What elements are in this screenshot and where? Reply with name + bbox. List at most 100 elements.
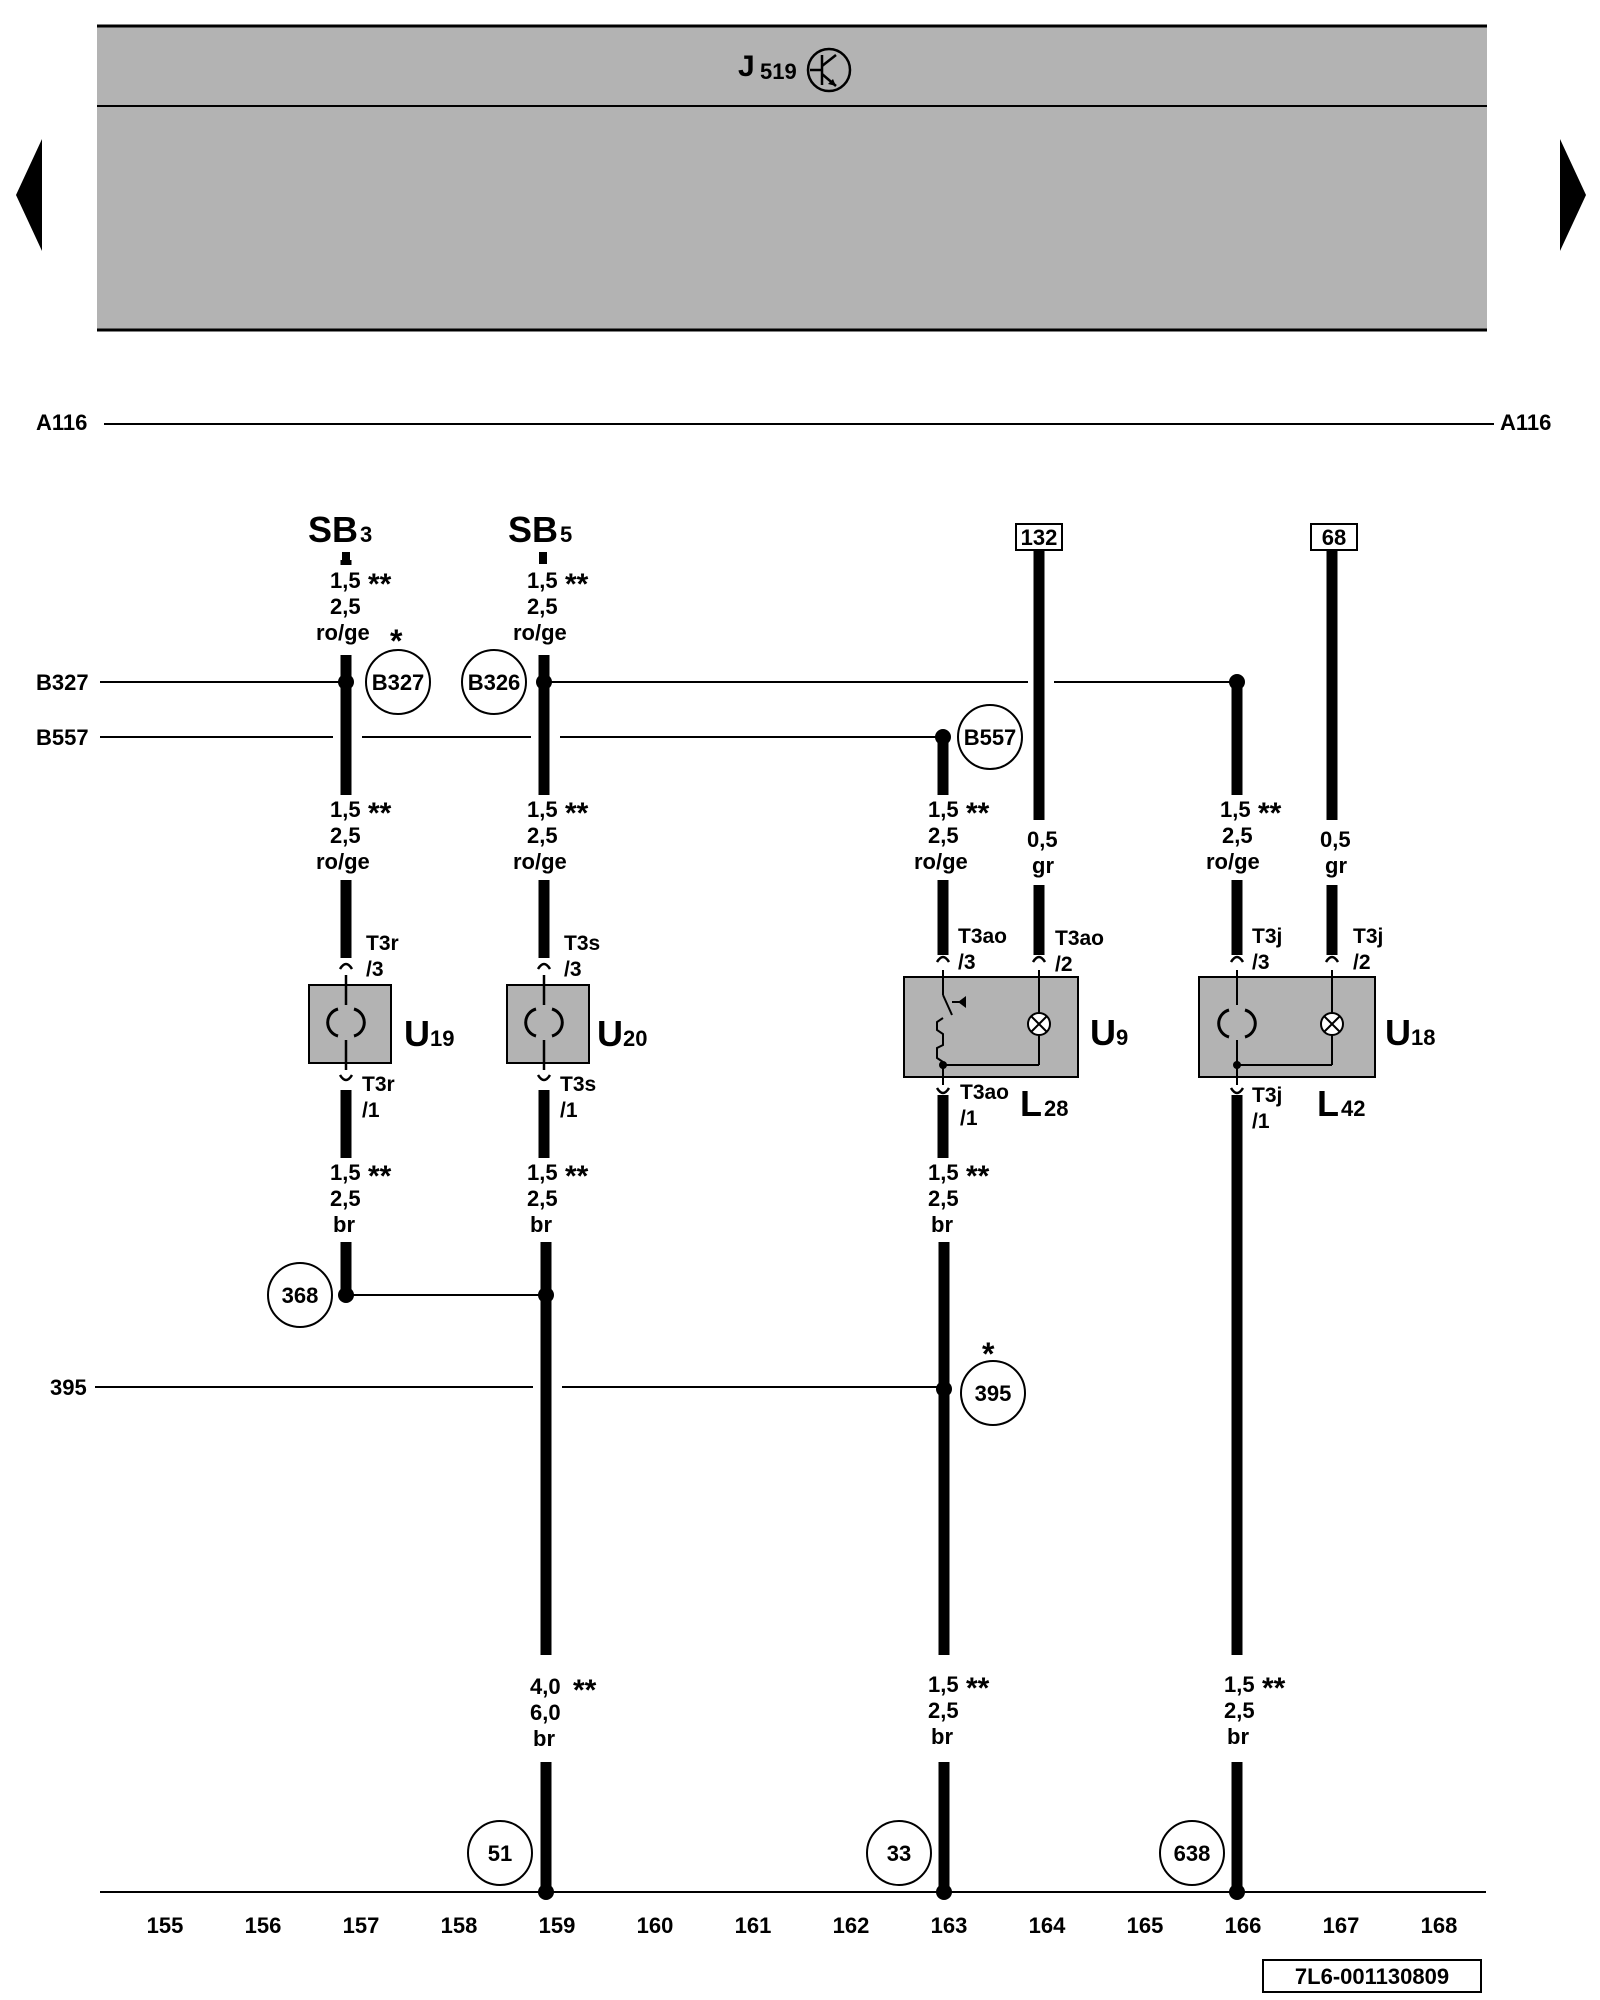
circle-label-b557: B557 — [957, 704, 1023, 770]
svg-text:br: br — [1227, 1724, 1249, 1749]
component-labels: U 19 U 20 U 9 U 18 L 28 L 42 — [404, 1012, 1435, 1124]
circle-label-b326: B326 — [461, 649, 527, 715]
svg-text:368: 368 — [282, 1283, 319, 1308]
svg-text:2,5: 2,5 — [928, 823, 959, 848]
fuse-sb3-subscript: 3 — [360, 522, 372, 547]
svg-text:T3ao: T3ao — [960, 1081, 1009, 1104]
svg-text:2,5: 2,5 — [527, 1186, 558, 1211]
bulb-icon — [1237, 970, 1344, 1066]
svg-text:B326: B326 — [468, 670, 521, 695]
control-unit-j519: J 519 — [97, 24, 1487, 332]
scale-label: 165 — [1127, 1913, 1164, 1938]
svg-text:1,5: 1,5 — [527, 1160, 558, 1185]
svg-text:**: ** — [565, 1160, 589, 1193]
svg-text:28: 28 — [1044, 1096, 1068, 1121]
svg-text:42: 42 — [1341, 1096, 1365, 1121]
svg-text:2,5: 2,5 — [330, 823, 361, 848]
scale-label: 159 — [539, 1913, 576, 1938]
component-u19-box — [308, 984, 392, 1064]
svg-text:1,5: 1,5 — [330, 797, 361, 822]
svg-text:2,5: 2,5 — [330, 1186, 361, 1211]
svg-text:**: ** — [565, 797, 589, 830]
lamp-socket-icon — [1217, 1008, 1257, 1039]
scale-label: 158 — [441, 1913, 478, 1938]
svg-text:br: br — [530, 1212, 552, 1237]
svg-text:br: br — [931, 1212, 953, 1237]
scale-label: 167 — [1323, 1913, 1360, 1938]
svg-text:20: 20 — [623, 1026, 647, 1051]
svg-text:/1: /1 — [960, 1107, 978, 1130]
circle-label-395: 395 — [960, 1360, 1026, 1426]
junction-dot-col166 — [1229, 674, 1245, 690]
svg-text:2,5: 2,5 — [1224, 1698, 1255, 1723]
svg-text:/1: /1 — [1252, 1110, 1270, 1133]
transistor-icon — [806, 47, 852, 93]
junction-dot-b327 — [338, 674, 354, 690]
svg-text:B557: B557 — [964, 725, 1017, 750]
svg-text:395: 395 — [975, 1381, 1012, 1406]
circle-label-638: 638 — [1159, 1820, 1225, 1886]
junction-dot-b326 — [536, 674, 552, 690]
svg-text:/3: /3 — [1252, 951, 1270, 974]
svg-text:1,5: 1,5 — [330, 568, 361, 593]
junction-dot-395 — [936, 1381, 952, 1397]
lamp-socket-icon — [326, 1007, 366, 1038]
triangle-right-icon[interactable] — [1560, 139, 1586, 251]
svg-text:ro/ge: ro/ge — [914, 849, 968, 874]
svg-text:L: L — [1317, 1083, 1339, 1124]
svg-text:**: ** — [368, 1160, 392, 1193]
circle-label-b327: B327 — [365, 649, 431, 715]
svg-text:T3ao: T3ao — [1055, 927, 1104, 950]
b327-line-label: B327 — [36, 670, 89, 695]
scale-label: 163 — [931, 1913, 968, 1938]
svg-text:**: ** — [966, 1160, 990, 1193]
svg-text:gr: gr — [1325, 853, 1347, 878]
svg-text:U: U — [597, 1013, 623, 1054]
footer-code: 7L6-001130809 — [1295, 1964, 1449, 1989]
svg-text:**: ** — [573, 1674, 597, 1707]
svg-text:T3j: T3j — [1353, 925, 1383, 948]
svg-text:1,5: 1,5 — [527, 568, 558, 593]
svg-text:**: ** — [966, 1672, 990, 1705]
control-unit-subscript: 519 — [760, 59, 797, 84]
connector-pin-icons — [338, 955, 1340, 1095]
ref-box-132 — [1015, 523, 1063, 551]
fuse-sb3-label: SB — [308, 509, 358, 550]
svg-text:/3: /3 — [564, 958, 582, 981]
svg-text:ro/ge: ro/ge — [316, 620, 370, 645]
fuse-sb5-label: SB — [508, 509, 558, 550]
wire-spec-w8: 0,5 gr — [1320, 827, 1351, 878]
svg-text:1,5: 1,5 — [1224, 1672, 1255, 1697]
svg-text:9: 9 — [1116, 1025, 1128, 1050]
svg-text:B327: B327 — [372, 670, 425, 695]
svg-text:18: 18 — [1411, 1025, 1435, 1050]
scale-label: 164 — [1029, 1913, 1066, 1938]
scale-label: 155 — [147, 1913, 184, 1938]
component-u18 — [1198, 970, 1376, 1085]
svg-text:br: br — [931, 1724, 953, 1749]
svg-text:2,5: 2,5 — [928, 1698, 959, 1723]
scale-label: 168 — [1421, 1913, 1458, 1938]
svg-text:1,5: 1,5 — [1220, 797, 1251, 822]
svg-text:/3: /3 — [958, 951, 976, 974]
svg-text:2,5: 2,5 — [527, 594, 558, 619]
svg-text:/1: /1 — [362, 1099, 380, 1122]
svg-text:T3ao: T3ao — [958, 925, 1007, 948]
wire-spec-w9: 1,5 ** 2,5 br — [330, 1160, 392, 1237]
wire-spec-w6: 0,5 gr — [1027, 827, 1058, 878]
svg-text:br: br — [333, 1212, 355, 1237]
circle-label-33: 33 — [866, 1820, 932, 1886]
svg-text:U: U — [1090, 1012, 1116, 1053]
svg-text:/1: /1 — [560, 1099, 578, 1122]
a116-left-label: A116 — [36, 410, 87, 435]
component-u9 — [903, 970, 1079, 1085]
svg-text:U: U — [1385, 1012, 1411, 1053]
svg-text:0,5: 0,5 — [1027, 827, 1058, 852]
svg-text:1,5: 1,5 — [330, 1160, 361, 1185]
svg-text:ro/ge: ro/ge — [1206, 849, 1260, 874]
triangle-left-icon[interactable] — [16, 139, 42, 251]
svg-text:gr: gr — [1032, 853, 1054, 878]
fuse-sb3-terminal — [342, 552, 350, 564]
bulb-icon — [943, 970, 1051, 1066]
scale-label: 162 — [833, 1913, 870, 1938]
